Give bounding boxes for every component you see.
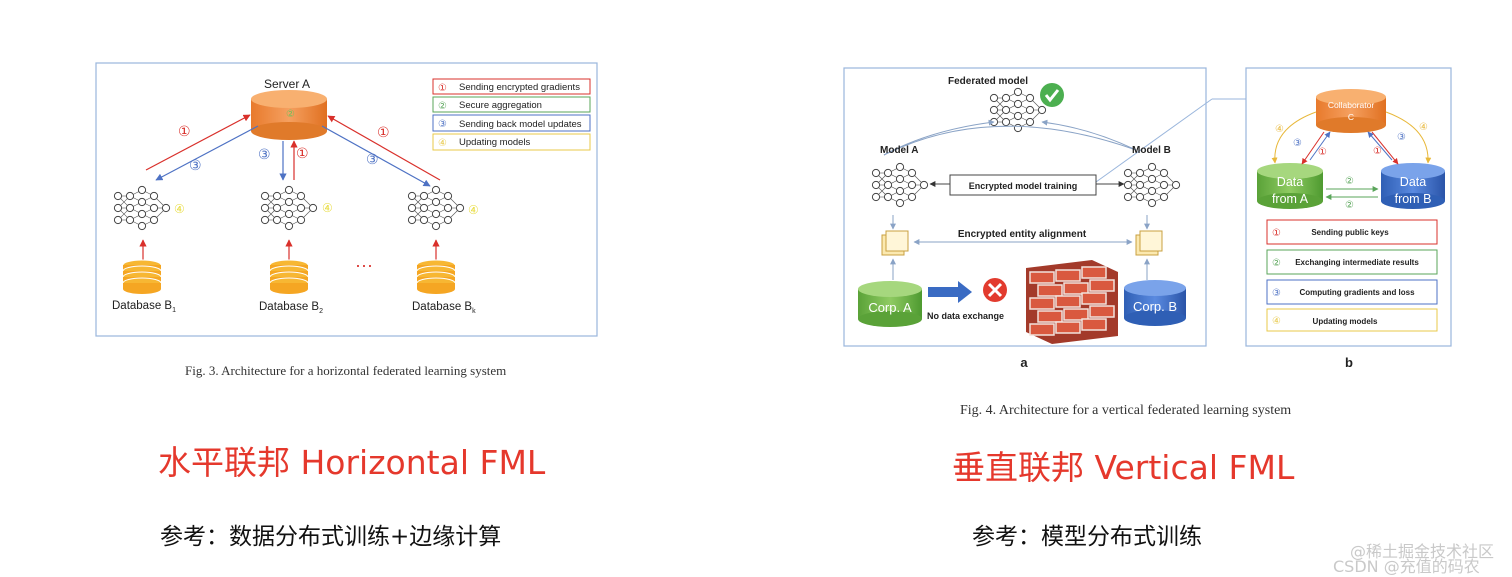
collaborator-line2: C <box>1348 112 1354 122</box>
alignment-label: Encrypted entity alignment <box>958 229 1087 240</box>
figure4b-legend: ① Sending public keys ② Exchanging inter… <box>1266 219 1438 332</box>
data-b-line1: Data <box>1400 175 1426 189</box>
corp-b-cylinder <box>1124 280 1186 326</box>
b-legend-text-4: Updating models <box>1313 317 1378 326</box>
b-step-2-top: ② <box>1345 176 1354 187</box>
legend-text-4: Updating models <box>459 137 531 148</box>
database-1-icon <box>122 259 162 295</box>
database-3-icon <box>416 259 456 295</box>
step-label-3-mid: ③ <box>258 146 271 162</box>
connector-line <box>1095 98 1213 183</box>
panel-a-label: a <box>1020 355 1028 370</box>
b-legend-text-2: Exchanging intermediate results <box>1295 258 1419 267</box>
arrow-update-right <box>321 125 431 187</box>
corp-a-cylinder <box>858 281 922 327</box>
data-b-cylinder <box>1381 163 1445 209</box>
panel-b-label: b <box>1345 355 1353 370</box>
data-b-line2: from B <box>1395 192 1432 206</box>
fed-arc <box>883 125 1137 156</box>
step-label-4-a: ④ <box>174 202 185 216</box>
legend-item-4-box <box>432 133 591 151</box>
watermark-line2: CSDN @充值的码农 <box>1333 557 1480 576</box>
step-label-4-c: ④ <box>468 203 479 217</box>
b-step-1-left: ① <box>1318 147 1327 158</box>
legend-num-2: ② <box>438 101 447 112</box>
b-legend-text-3: Computing gradients and loss <box>1299 288 1415 297</box>
figure4-caption: Fig. 4. Architecture for a vertical fede… <box>960 403 1292 418</box>
arrow-b-update-b <box>1385 111 1432 164</box>
data-a-line1: Data <box>1277 175 1303 189</box>
federated-model-label: Federated model <box>948 76 1028 87</box>
corp-b-label: Corp. B <box>1133 299 1177 314</box>
doc-b-icon <box>1135 230 1163 256</box>
legend-item-3-box <box>432 114 591 132</box>
database-2-icon <box>269 259 309 295</box>
b-legend-num-2: ② <box>1272 258 1281 269</box>
b-legend-num-1: ① <box>1272 228 1281 239</box>
step-label-4-b: ④ <box>322 201 333 215</box>
horizontal-reference: 参考：数据分布式训练+边缘计算 <box>160 524 502 550</box>
training-label: Encrypted model training <box>969 181 1078 191</box>
vertical-reference: 参考：模型分布式训练 <box>972 524 1202 550</box>
server-a-cylinder: ② <box>251 90 327 140</box>
legend-item-1-box <box>432 78 591 95</box>
model-b-label: Model B <box>1132 145 1171 156</box>
b-step-3-right: ③ <box>1397 132 1406 143</box>
arrow-b-update-a <box>1271 111 1317 164</box>
b-step-3-left: ③ <box>1293 138 1302 149</box>
figure3-caption: Fig. 3. Architecture for a horizontal fe… <box>185 363 507 378</box>
legend-text-1: Sending encrypted gradients <box>459 82 580 93</box>
step-label-1-right: ① <box>377 124 390 140</box>
arrow-update-left <box>155 125 259 181</box>
training-box <box>949 174 1097 196</box>
watermark-line1: @稀土掘金技术社区 <box>1350 542 1495 561</box>
database-1-label: Database B1 <box>112 300 176 314</box>
model-a-label: Model A <box>880 145 919 156</box>
legend-num-3: ③ <box>438 119 447 130</box>
b-step-1-right: ① <box>1373 146 1382 157</box>
database-3-label: Database Bk <box>412 301 476 315</box>
check-icon <box>1040 83 1064 107</box>
legend-item-2-box <box>432 96 591 113</box>
firewall-icon <box>1026 260 1118 344</box>
database-2-label: Database B2 <box>259 301 323 315</box>
legend-num-1: ① <box>438 83 447 94</box>
data-a-line2: from A <box>1272 192 1309 206</box>
arrow-gradient-right <box>327 115 441 181</box>
cross-icon <box>983 278 1007 302</box>
figure3-legend: ① Sending encrypted gradients ② Secure a… <box>432 78 591 151</box>
step-label-3-left: ③ <box>189 157 202 173</box>
b-step-4-left: ④ <box>1275 124 1284 135</box>
no-exchange-label: No data exchange <box>927 311 1004 321</box>
legend-num-4: ④ <box>438 138 447 149</box>
b-step-2-bottom: ② <box>1345 200 1354 211</box>
server-a-label: Server A <box>264 77 310 91</box>
step-label-1-left: ① <box>178 123 191 139</box>
b-legend-num-4: ④ <box>1272 316 1281 327</box>
step-label-3-right: ③ <box>366 151 379 167</box>
b-step-4-right: ④ <box>1419 122 1428 133</box>
vertical-heading: 垂直联邦 Vertical FML <box>952 448 1295 487</box>
step-label-1-mid: ① <box>296 145 309 161</box>
ellipsis: ··· <box>355 255 373 275</box>
collaborator-cylinder <box>1316 89 1386 133</box>
b-legend-num-3: ③ <box>1272 288 1281 299</box>
blocked-arrow-icon <box>928 281 972 303</box>
b-legend-text-1: Sending public keys <box>1311 228 1389 237</box>
legend-text-2: Secure aggregation <box>459 100 542 111</box>
horizontal-heading: 水平联邦 Horizontal FML <box>158 443 546 482</box>
arrow-gradient-left <box>145 114 251 171</box>
corp-a-label: Corp. A <box>868 300 912 315</box>
collaborator-line1: Collaborator <box>1328 100 1374 110</box>
data-a-cylinder <box>1257 163 1323 209</box>
doc-a-icon <box>881 230 909 256</box>
svg-text:②: ② <box>286 109 295 120</box>
legend-text-3: Sending back model updates <box>459 119 582 130</box>
